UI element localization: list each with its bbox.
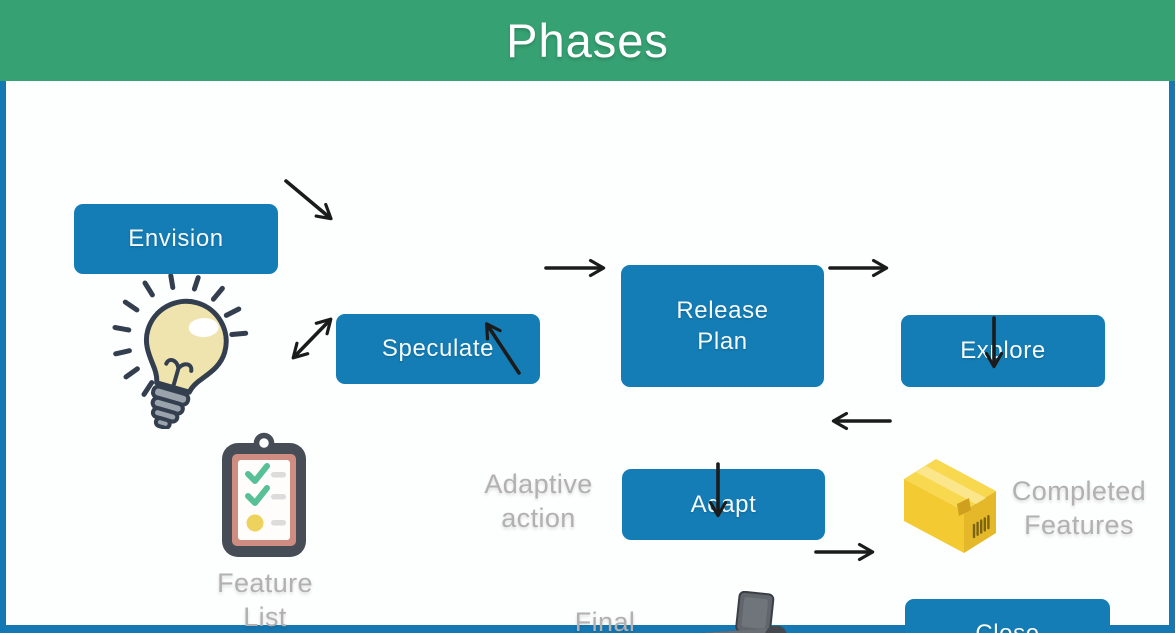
idea-lightbulb-icon [106, 271, 251, 430]
page-title: Phases [506, 14, 669, 67]
node-explore: Explore [901, 315, 1105, 387]
node-envision: Envision [74, 204, 278, 274]
node-release-plan: Release Plan [621, 265, 824, 387]
node-close-label: Close [975, 618, 1039, 633]
completed-features-label: Completed Features [1011, 476, 1147, 541]
diagram-canvas: Envision Speculate Release Plan Explore … [0, 81, 1175, 633]
node-release-plan-line2: Plan [697, 328, 748, 355]
node-adapt-label: Adapt [690, 490, 757, 518]
final-product-label: Final Product [574, 607, 636, 633]
feature-list-clipboard-icon [215, 428, 313, 564]
node-release-plan-line1: Release [676, 296, 769, 324]
header-banner: Phases [0, 0, 1175, 81]
node-adapt: Adapt [622, 469, 825, 540]
node-speculate-label: Speculate [381, 335, 495, 363]
node-close: Close [905, 599, 1110, 633]
completed-features-package-icon [874, 443, 1000, 557]
adaptive-action-label: Adaptive action [484, 469, 593, 534]
node-speculate: Speculate [336, 314, 540, 384]
feature-list-label: Feature List [217, 568, 313, 633]
final-product-printer-icon [670, 590, 796, 633]
node-explore-label: Explore [960, 337, 1046, 365]
node-envision-label: Envision [128, 225, 224, 253]
